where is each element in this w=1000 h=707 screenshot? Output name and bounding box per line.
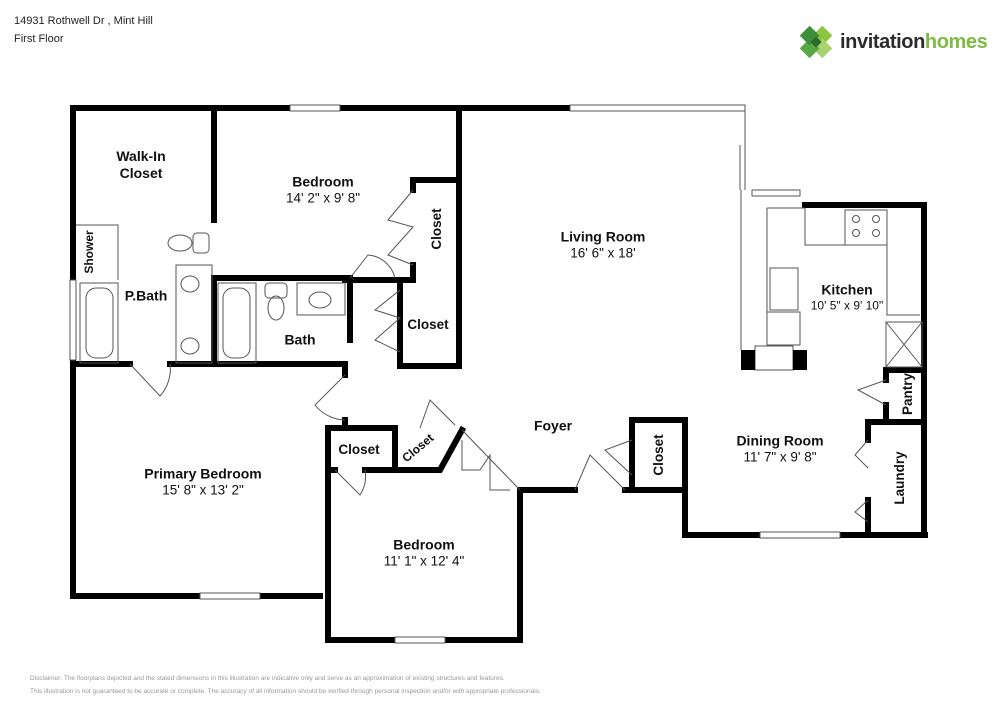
property-address: 14931 Rothwell Dr , Mint Hill (14, 15, 153, 27)
room-label-bath: Bath (284, 331, 316, 348)
room-label-closet-bedroom2-a: Closet (338, 441, 380, 457)
room-label-foyer: Foyer (533, 417, 573, 434)
room-label-closet-hall: Closet (407, 316, 449, 332)
room-label-pantry: Pantry (899, 372, 915, 416)
room-label-shower: Shower (81, 230, 96, 274)
brand-name: invitationhomes (840, 30, 988, 53)
room-label-closet-bedroom-top: Closet (428, 208, 444, 250)
room-label-walk-in-closet: Walk-In Closet (116, 148, 166, 181)
floor-label: First Floor (14, 33, 64, 45)
room-label-laundry: Laundry (891, 451, 907, 505)
room-label-living-room: Living Room 16' 6" x 18' (560, 228, 646, 261)
disclaimer-line-1: Disclaimer: The floorplans depicted and … (30, 675, 505, 682)
room-label-closet-foyer: Closet (650, 434, 666, 476)
brand-logo: invitationhomes (798, 24, 988, 60)
room-label-primary-bedroom: Primary Bedroom 15' 8" x 13' 2" (144, 465, 262, 498)
disclaimer-line-2: This illustration is not guaranteed to b… (30, 688, 541, 695)
room-label-bedroom-bottom: Bedroom 11' 1" x 12' 4" (383, 536, 465, 569)
room-label-dining-room: Dining Room 11' 7" x 9' 8" (736, 432, 824, 465)
room-label-kitchen: Kitchen 10' 5" x 9' 10" (810, 281, 884, 313)
room-label-bedroom-top: Bedroom 14' 2" x 9' 8" (285, 173, 361, 206)
room-label-primary-bath: P.Bath (124, 287, 168, 304)
clover-logo-icon (799, 25, 833, 59)
